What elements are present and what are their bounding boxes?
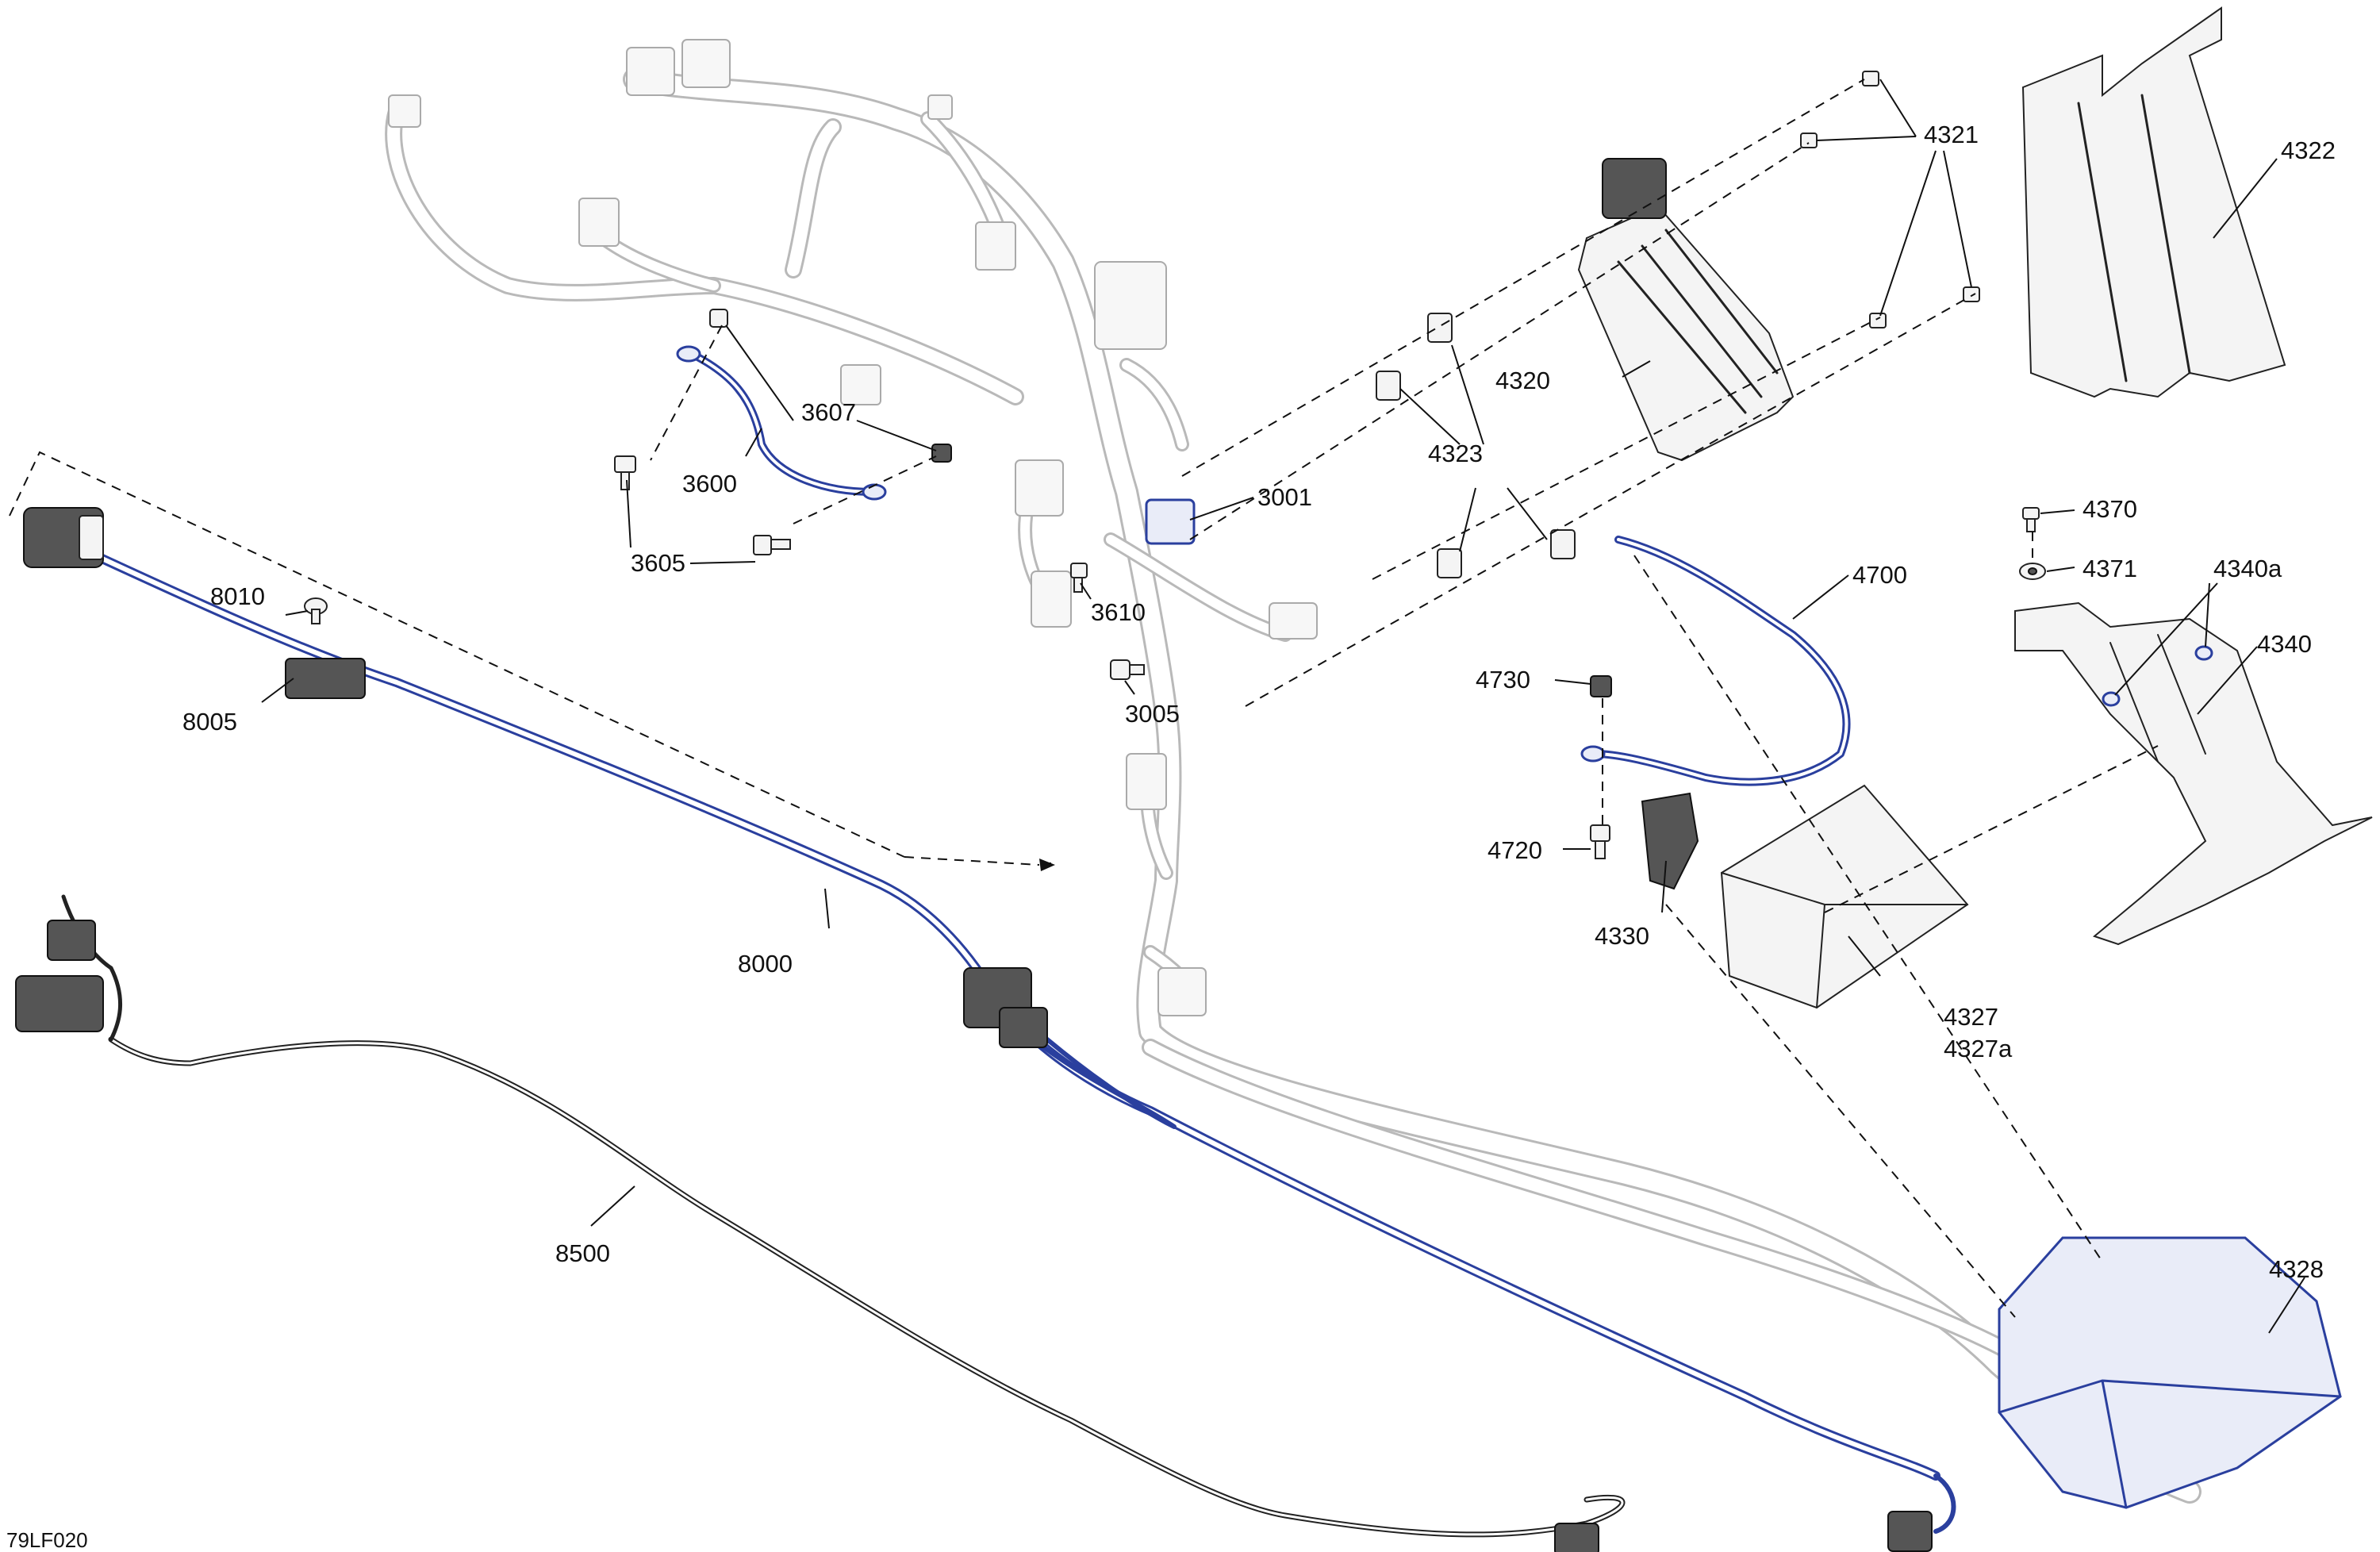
screw-8010 — [304, 597, 328, 624]
bolt-3005 — [1110, 659, 1145, 680]
battery-4327 — [1720, 784, 1969, 1009]
callout-labels: 3607 3600 3605 3610 3001 3005 4320 4321 … — [182, 121, 2336, 1283]
callout-4327: 4327 — [1944, 1003, 1998, 1031]
callout-8010: 8010 — [210, 582, 265, 610]
assembly-dashed-lines — [9, 79, 2159, 1318]
cover-4322 — [2021, 6, 2286, 398]
callout-3605: 3605 — [631, 549, 685, 577]
spacer-4323-b — [1376, 371, 1401, 401]
terminal-cap-4330 — [1641, 792, 1699, 890]
assembly-arrow — [904, 856, 1055, 871]
main-wiring-harness — [385, 39, 2202, 1504]
harness-8500 — [15, 894, 1626, 1552]
figure-code: 79LF020 — [6, 1528, 88, 1552]
washer-4371 — [2019, 563, 2046, 580]
callout-4370: 4370 — [2082, 495, 2137, 523]
callout-4322: 4322 — [2281, 136, 2336, 164]
bolt-4720 — [1590, 824, 1610, 859]
callout-4340a: 4340a — [2213, 555, 2282, 582]
callout-3001: 3001 — [1257, 483, 1312, 511]
regulator-4320 — [1577, 158, 1795, 462]
callout-8000: 8000 — [738, 950, 793, 978]
callout-4330: 4330 — [1595, 922, 1649, 950]
callout-8500: 8500 — [555, 1239, 610, 1267]
bolt-3610 — [1070, 563, 1088, 593]
bolt-3605-upper — [614, 455, 636, 490]
screw-4370 — [2022, 507, 2040, 532]
callout-8005: 8005 — [182, 708, 237, 736]
callout-4327a: 4327a — [1944, 1035, 2013, 1062]
callout-3005: 3005 — [1125, 700, 1180, 728]
battery-box-4328 — [1998, 1236, 2342, 1509]
spacer-4323-c — [1437, 548, 1462, 578]
callout-4321: 4321 — [1924, 121, 1979, 148]
leader-lines — [261, 79, 2305, 1334]
callout-4700: 4700 — [1852, 561, 1907, 589]
callout-3610: 3610 — [1091, 598, 1146, 626]
nut-4730 — [1590, 675, 1612, 697]
callout-4371: 4371 — [2082, 555, 2137, 582]
nut-4321-b — [1800, 133, 1818, 148]
nut-4321-a — [1862, 71, 1879, 86]
harness-8000 — [23, 507, 1956, 1552]
nut-upper-3607 — [709, 309, 728, 328]
spacer-4323-a — [1427, 313, 1453, 343]
spacer-4323-d — [1550, 529, 1576, 559]
callout-4720: 4720 — [1488, 836, 1542, 864]
callout-3607: 3607 — [801, 398, 856, 426]
callout-4323: 4323 — [1428, 440, 1483, 467]
bolt-3605-lower — [753, 535, 791, 555]
nut-3607 — [931, 444, 952, 463]
nut-4321-c — [1869, 313, 1887, 328]
battery-cable-4700 — [1580, 536, 1851, 786]
callout-4320: 4320 — [1495, 367, 1550, 394]
connector-3001 — [1145, 498, 1196, 545]
callout-4328: 4328 — [2269, 1255, 2324, 1283]
ground-strap-3600 — [676, 345, 887, 501]
callout-4730: 4730 — [1476, 666, 1530, 693]
nut-4321-d — [1963, 286, 1980, 302]
callout-3600: 3600 — [682, 470, 737, 497]
callout-4340: 4340 — [2257, 630, 2312, 658]
bracket-4340 — [2014, 601, 2373, 946]
